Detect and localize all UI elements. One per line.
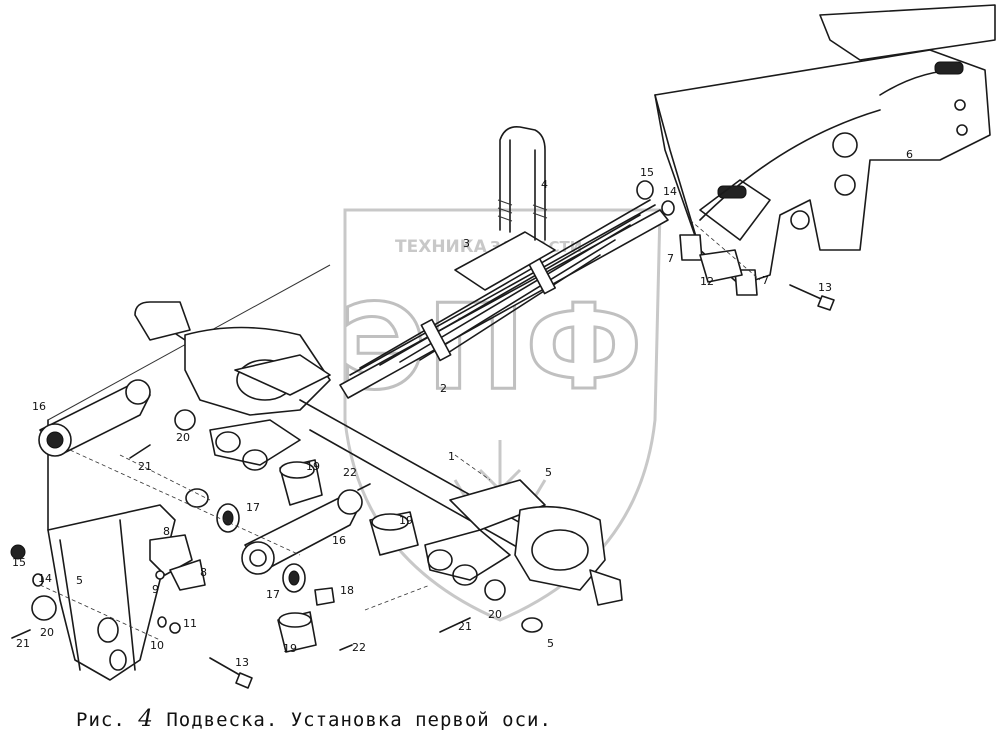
callout-19c: 19 [399, 514, 413, 527]
axle-beam [134, 301, 623, 606]
callout-19b: 19 [283, 642, 297, 655]
callout-7a: 7 [667, 252, 674, 265]
callout-5a: 5 [545, 466, 552, 479]
callout-15b: 15 [12, 556, 26, 569]
u-bolt [497, 125, 548, 241]
watermark-line1: ТЕХНИКА [395, 237, 488, 257]
bolts [11, 284, 835, 689]
callout-20b: 20 [40, 626, 54, 639]
callout-9: 9 [152, 583, 159, 596]
callout-8b: 8 [200, 566, 207, 579]
callout-1: 1 [448, 450, 455, 463]
caption-text: Подвеска. Установка первой оси. [166, 709, 552, 731]
callout-17b: 17 [266, 588, 280, 601]
callout-6: 6 [906, 148, 913, 161]
callout-19a: 19 [306, 460, 320, 473]
callout-7b: 7 [762, 274, 769, 287]
spring-brackets [149, 234, 758, 591]
callout-4: 4 [541, 178, 548, 191]
callout-11: 11 [183, 617, 197, 630]
bushings-and-seals [10, 180, 675, 634]
callout-2: 2 [440, 382, 447, 395]
callout-22b: 22 [352, 641, 366, 654]
callouts: 1 2 3 4 5 6 7 7 12 13 14 15 16 20 21 19 … [12, 148, 913, 669]
shackle-links [38, 379, 363, 575]
callout-12: 12 [700, 275, 714, 288]
callout-20a: 20 [176, 431, 190, 444]
callout-13a: 13 [818, 281, 832, 294]
callout-21b: 21 [16, 637, 30, 650]
callout-18: 18 [340, 584, 354, 597]
watermark-shield-icon [343, 208, 662, 622]
callout-14b: 14 [38, 572, 52, 585]
callout-3: 3 [463, 237, 470, 250]
callout-17a: 17 [246, 501, 260, 514]
figure-caption: Рис. 4 Подвеска. Установка первой оси. [76, 706, 776, 736]
leader-lines [39, 219, 761, 641]
callout-8a: 8 [163, 525, 170, 538]
callout-13b: 13 [235, 656, 249, 669]
callout-16b: 16 [332, 534, 346, 547]
callout-21c: 21 [458, 620, 472, 633]
caption-figure-number: 4 [138, 706, 154, 732]
caption-prefix: Рис. [76, 709, 126, 731]
watermark-logo: ЭПФ [340, 278, 642, 416]
callout-10: 10 [150, 639, 164, 652]
callout-16a: 16 [32, 400, 46, 413]
callout-5c: 5 [547, 637, 554, 650]
spring-pins [277, 249, 743, 653]
leaf-spring [339, 199, 669, 399]
callout-21a: 21 [138, 460, 152, 473]
callout-22a: 22 [343, 466, 357, 479]
callout-15a: 15 [640, 166, 654, 179]
callout-5b: 5 [76, 574, 83, 587]
frame-rail [654, 4, 996, 286]
callout-20c: 20 [488, 608, 502, 621]
callout-14a: 14 [663, 185, 677, 198]
